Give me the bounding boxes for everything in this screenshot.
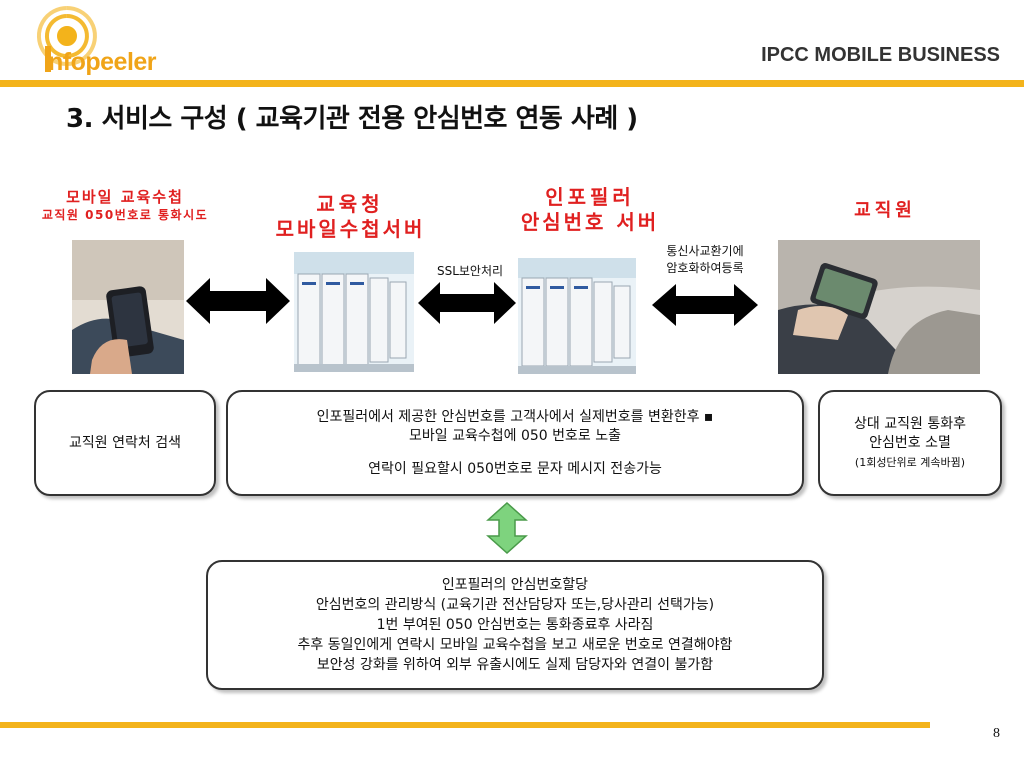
header-accent-bar [0, 80, 1024, 87]
staff-contact-search-box: 교직원 연락처 검색 [34, 390, 216, 496]
conversion-description-box: 인포필러에서 제공한 안심번호를 고객사에서 실제번호를 변환한후 ▪ 모바일 … [226, 390, 804, 496]
allocation-line-3: 1번 부여된 050 안심번호는 통화종료후 사라짐 [376, 617, 654, 633]
expiry-line-2: 안심번호 소멸 [869, 434, 951, 451]
staff-phone-photo [778, 240, 980, 374]
mobile-label-1: 모바일 교육수첩 [66, 188, 184, 206]
allocation-line-4: 추후 동일인에게 연락시 모바일 교육수첩을 보고 새로운 번호로 연결해야함 [297, 637, 733, 653]
server-room-photo-1 [294, 252, 414, 372]
vertical-double-arrow-icon [486, 502, 528, 554]
staff-label: 교직원 [854, 200, 916, 221]
ssl-label: SSL보안처리 [436, 264, 504, 278]
server1-label-2: 모바일수첩서버 [275, 217, 426, 241]
staff-contact-search-text: 교직원 연락처 검색 [69, 434, 181, 451]
logo-signal-icon [36, 6, 97, 72]
mobile-phone-photo [72, 240, 184, 374]
arrow-server2-staff-icon [652, 284, 758, 326]
slide-title: 3. 서비스 구성 ( 교육기관 전용 안심번호 연동 사례 ) [66, 104, 638, 134]
number-expiry-box: 상대 교직원 통화후 안심번호 소멸 (1회성단위로 계속바뀜) [818, 390, 1002, 496]
conversion-line-3: 연락이 필요할시 050번호로 문자 메시지 전송가능 [368, 460, 662, 477]
expiry-line-1: 상대 교직원 통화후 [854, 415, 966, 432]
arrow-server1-server2-icon [418, 282, 516, 324]
server-room-photo-2 [518, 258, 636, 374]
server1-label-1: 교육청 [316, 192, 384, 216]
server2-label-2: 안심번호 서버 [520, 210, 660, 234]
allocation-line-1: 인포필러의 안심번호할당 [441, 577, 589, 593]
expiry-line-3: (1회성단위로 계속바뀜) [854, 455, 966, 469]
carrier-label-1: 통신사교환기에 [666, 244, 744, 258]
server2-label-1: 인포필러 [545, 185, 635, 209]
brand-title: IPCC MOBILE BUSINESS [761, 44, 1000, 66]
bullet-icon: ▪ [703, 408, 714, 425]
mobile-label-2: 교직원 050번호로 통화시도 [41, 208, 209, 222]
arrow-mobile-server1-icon [186, 278, 290, 324]
footer-accent-bar [0, 722, 930, 728]
logo [22, 4, 172, 84]
allocation-line-2: 안심번호의 관리방식 (교육기관 전산담당자 또는,당사관리 선택가능) [315, 597, 715, 613]
carrier-label-2: 암호화하여등록 [666, 261, 744, 275]
page-number: 8 [993, 726, 1000, 741]
conversion-line-2: 모바일 교육수첩에 050 번호로 노출 [409, 427, 621, 444]
logo-text: nfopeeler [48, 48, 157, 76]
conversion-line-1: 인포필러에서 제공한 안심번호를 고객사에서 실제번호를 변환한후 ▪ [316, 408, 714, 425]
allocation-line-5: 보안성 강화를 위하여 외부 유출시에도 실제 담당자와 연결이 불가함 [316, 657, 714, 673]
number-allocation-box: 인포필러의 안심번호할당 안심번호의 관리방식 (교육기관 전산담당자 또는,당… [206, 560, 824, 690]
